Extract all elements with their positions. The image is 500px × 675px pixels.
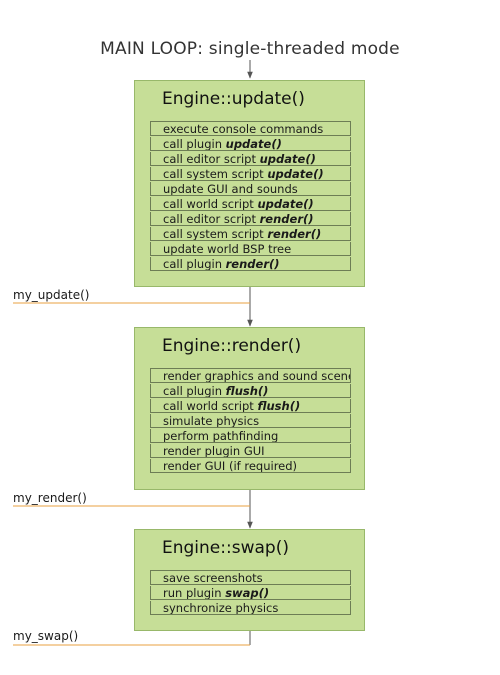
step-row: render graphics and sound scenes [150, 369, 351, 383]
stage-title: Engine::update() [162, 89, 305, 109]
step-row: call plugin update() [150, 137, 351, 151]
step-row: call editor script update() [150, 152, 351, 166]
step-row: perform pathfinding [150, 429, 351, 443]
step-row: call plugin render() [150, 257, 351, 271]
stage-title: Engine::swap() [162, 538, 289, 558]
step-row: call system script update() [150, 167, 351, 181]
diagram-title: MAIN LOOP: single-threaded mode [100, 39, 400, 59]
step-list: execute console commands call plugin upd… [150, 121, 351, 271]
step-list: render graphics and sound scenes call pl… [150, 368, 351, 473]
callback-label-swap: my_swap() [13, 629, 79, 643]
step-row: synchronize physics [150, 601, 351, 615]
callback-label-render: my_render() [13, 491, 87, 505]
step-row: run plugin swap() [150, 586, 351, 600]
callback-label-update: my_update() [13, 288, 90, 302]
step-row: render plugin GUI [150, 444, 351, 458]
step-list: save screenshots run plugin swap() synch… [150, 570, 351, 615]
stage-update: Engine::update() execute console command… [134, 80, 365, 287]
step-row: call system script render() [150, 227, 351, 241]
stage-render: Engine::render() render graphics and sou… [134, 327, 365, 490]
stage-title: Engine::render() [162, 336, 302, 356]
step-row: call editor script render() [150, 212, 351, 226]
step-row: call plugin flush() [150, 384, 351, 398]
step-row: call world script flush() [150, 399, 351, 413]
step-row: render GUI (if required) [150, 459, 351, 473]
step-row: update world BSP tree [150, 242, 351, 256]
step-row: simulate physics [150, 414, 351, 428]
stage-swap: Engine::swap() save screenshots run plug… [134, 529, 365, 631]
step-row: save screenshots [150, 571, 351, 585]
step-row: update GUI and sounds [150, 182, 351, 196]
step-row: execute console commands [150, 122, 351, 136]
step-row: call world script update() [150, 197, 351, 211]
